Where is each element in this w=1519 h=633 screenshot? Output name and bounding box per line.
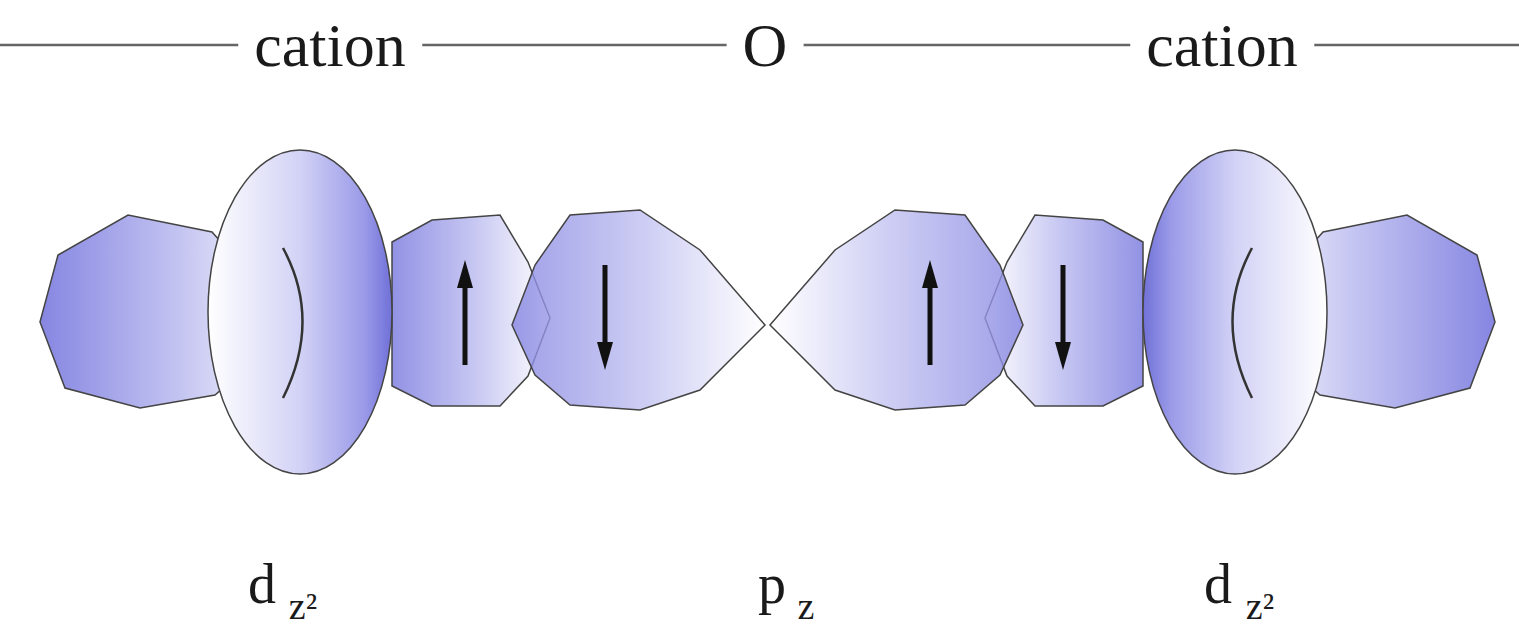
orbital-subscript: z: [798, 587, 815, 625]
orbital-label: p: [758, 556, 786, 612]
orbital-label: d: [248, 556, 276, 612]
dz2-orbital: [40, 150, 765, 474]
atom-label: O: [727, 12, 804, 78]
ion-label: cation: [238, 12, 422, 78]
dz2-orbital: [770, 150, 1495, 474]
spin-arrows: [457, 260, 1071, 370]
orbital-subscript: z²: [289, 587, 317, 625]
orbital-label: d: [1204, 556, 1232, 612]
orbital-subscript: z²: [1246, 587, 1274, 625]
ion-label: cation: [1130, 12, 1314, 78]
